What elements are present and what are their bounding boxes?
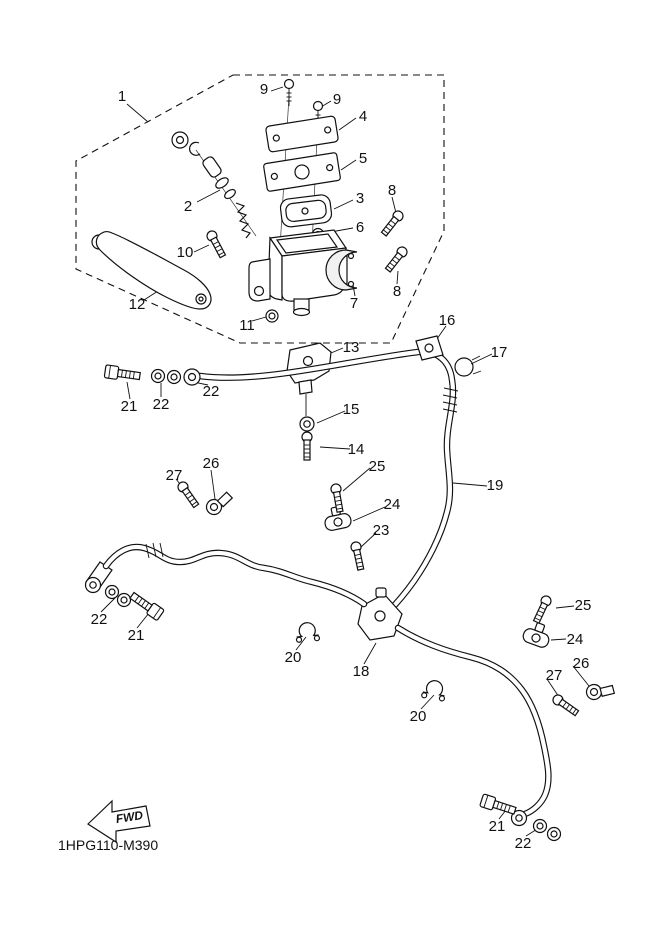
part-callout-1: 1 bbox=[118, 88, 126, 105]
p-clamp-b bbox=[584, 678, 617, 706]
fwd-label: FWD bbox=[115, 808, 145, 826]
piston-repair-kit bbox=[171, 131, 257, 239]
part-callout-25: 25 bbox=[369, 458, 386, 475]
part-callout-10: 10 bbox=[177, 244, 194, 261]
part-callout-20: 20 bbox=[410, 708, 427, 725]
bolt-27b bbox=[550, 692, 581, 718]
part-callout-21: 21 bbox=[121, 398, 138, 415]
bolt-27a bbox=[175, 479, 201, 510]
part-callout-14: 14 bbox=[348, 441, 365, 458]
part-callout-8: 8 bbox=[393, 283, 401, 300]
hose-bracket bbox=[286, 342, 332, 416]
part-callout-17: 17 bbox=[491, 344, 508, 361]
part-callout-21: 21 bbox=[489, 818, 506, 835]
hose-spring-clamp-a bbox=[294, 621, 321, 644]
part-callout-5: 5 bbox=[359, 150, 367, 167]
part-callout-8: 8 bbox=[388, 182, 396, 199]
hose-spring-clamp-b bbox=[420, 678, 448, 702]
union-bolt-upper bbox=[103, 364, 142, 384]
part-callout-22: 22 bbox=[515, 835, 532, 852]
brake-lever bbox=[91, 230, 212, 310]
bolt-25b bbox=[531, 593, 554, 625]
part-callout-19: 19 bbox=[487, 477, 504, 494]
band-clamp-b bbox=[520, 618, 554, 650]
part-callout-22: 22 bbox=[153, 396, 170, 413]
grommet-washer bbox=[299, 416, 315, 432]
reservoir-diaphragm bbox=[279, 194, 333, 228]
part-callout-6: 6 bbox=[356, 219, 364, 236]
part-callout-12: 12 bbox=[129, 296, 146, 313]
bolt-23 bbox=[349, 540, 367, 572]
junction-block bbox=[357, 587, 403, 641]
diaphragm-plate bbox=[263, 152, 341, 192]
part-callout-2: 2 bbox=[184, 198, 192, 215]
part-callout-24: 24 bbox=[567, 631, 584, 648]
part-callout-23: 23 bbox=[373, 522, 390, 539]
union-washers-upper bbox=[150, 368, 182, 385]
lever-nut bbox=[265, 309, 279, 323]
lever-pivot-bolt bbox=[204, 228, 228, 260]
diagram-code: 1HPG110-M390 bbox=[58, 837, 158, 853]
part-callout-24: 24 bbox=[384, 496, 401, 513]
part-callout-21: 21 bbox=[128, 627, 145, 644]
handlebar-clamp bbox=[325, 249, 358, 291]
bracket-bolt bbox=[301, 431, 313, 461]
part-callout-13: 13 bbox=[343, 339, 360, 356]
part-callout-26: 26 bbox=[573, 655, 590, 672]
clamp-bolts bbox=[379, 208, 410, 274]
union-washers-right bbox=[532, 818, 562, 842]
leader-lines bbox=[100, 86, 590, 837]
part-callout-22: 22 bbox=[203, 383, 220, 400]
part-callout-7: 7 bbox=[350, 295, 358, 312]
part-callout-9: 9 bbox=[260, 81, 268, 98]
part-callout-16: 16 bbox=[439, 312, 456, 329]
part-callout-11: 11 bbox=[239, 317, 255, 334]
lower-brake-hose bbox=[84, 542, 552, 827]
part-callout-3: 3 bbox=[356, 190, 364, 207]
union-bolt-right bbox=[479, 793, 518, 818]
upper-brake-hose bbox=[183, 348, 459, 615]
reservoir-cap bbox=[265, 115, 339, 153]
hose-guide bbox=[415, 335, 444, 361]
part-callout-20: 20 bbox=[285, 649, 302, 666]
p-clamp-a bbox=[203, 490, 236, 517]
part-callout-27: 27 bbox=[546, 667, 563, 684]
hose-clamp-ring bbox=[454, 355, 482, 377]
fwd-marker: FWD bbox=[87, 799, 151, 844]
part-callout-22: 22 bbox=[91, 611, 108, 628]
part-callout-9: 9 bbox=[333, 91, 341, 108]
part-callout-18: 18 bbox=[353, 663, 370, 680]
part-callout-25: 25 bbox=[575, 597, 592, 614]
part-callout-26: 26 bbox=[203, 455, 220, 472]
part-callout-4: 4 bbox=[359, 108, 367, 125]
assembly-boundary bbox=[75, 74, 445, 344]
part-callout-15: 15 bbox=[343, 401, 360, 418]
part-callout-27: 27 bbox=[166, 467, 183, 484]
